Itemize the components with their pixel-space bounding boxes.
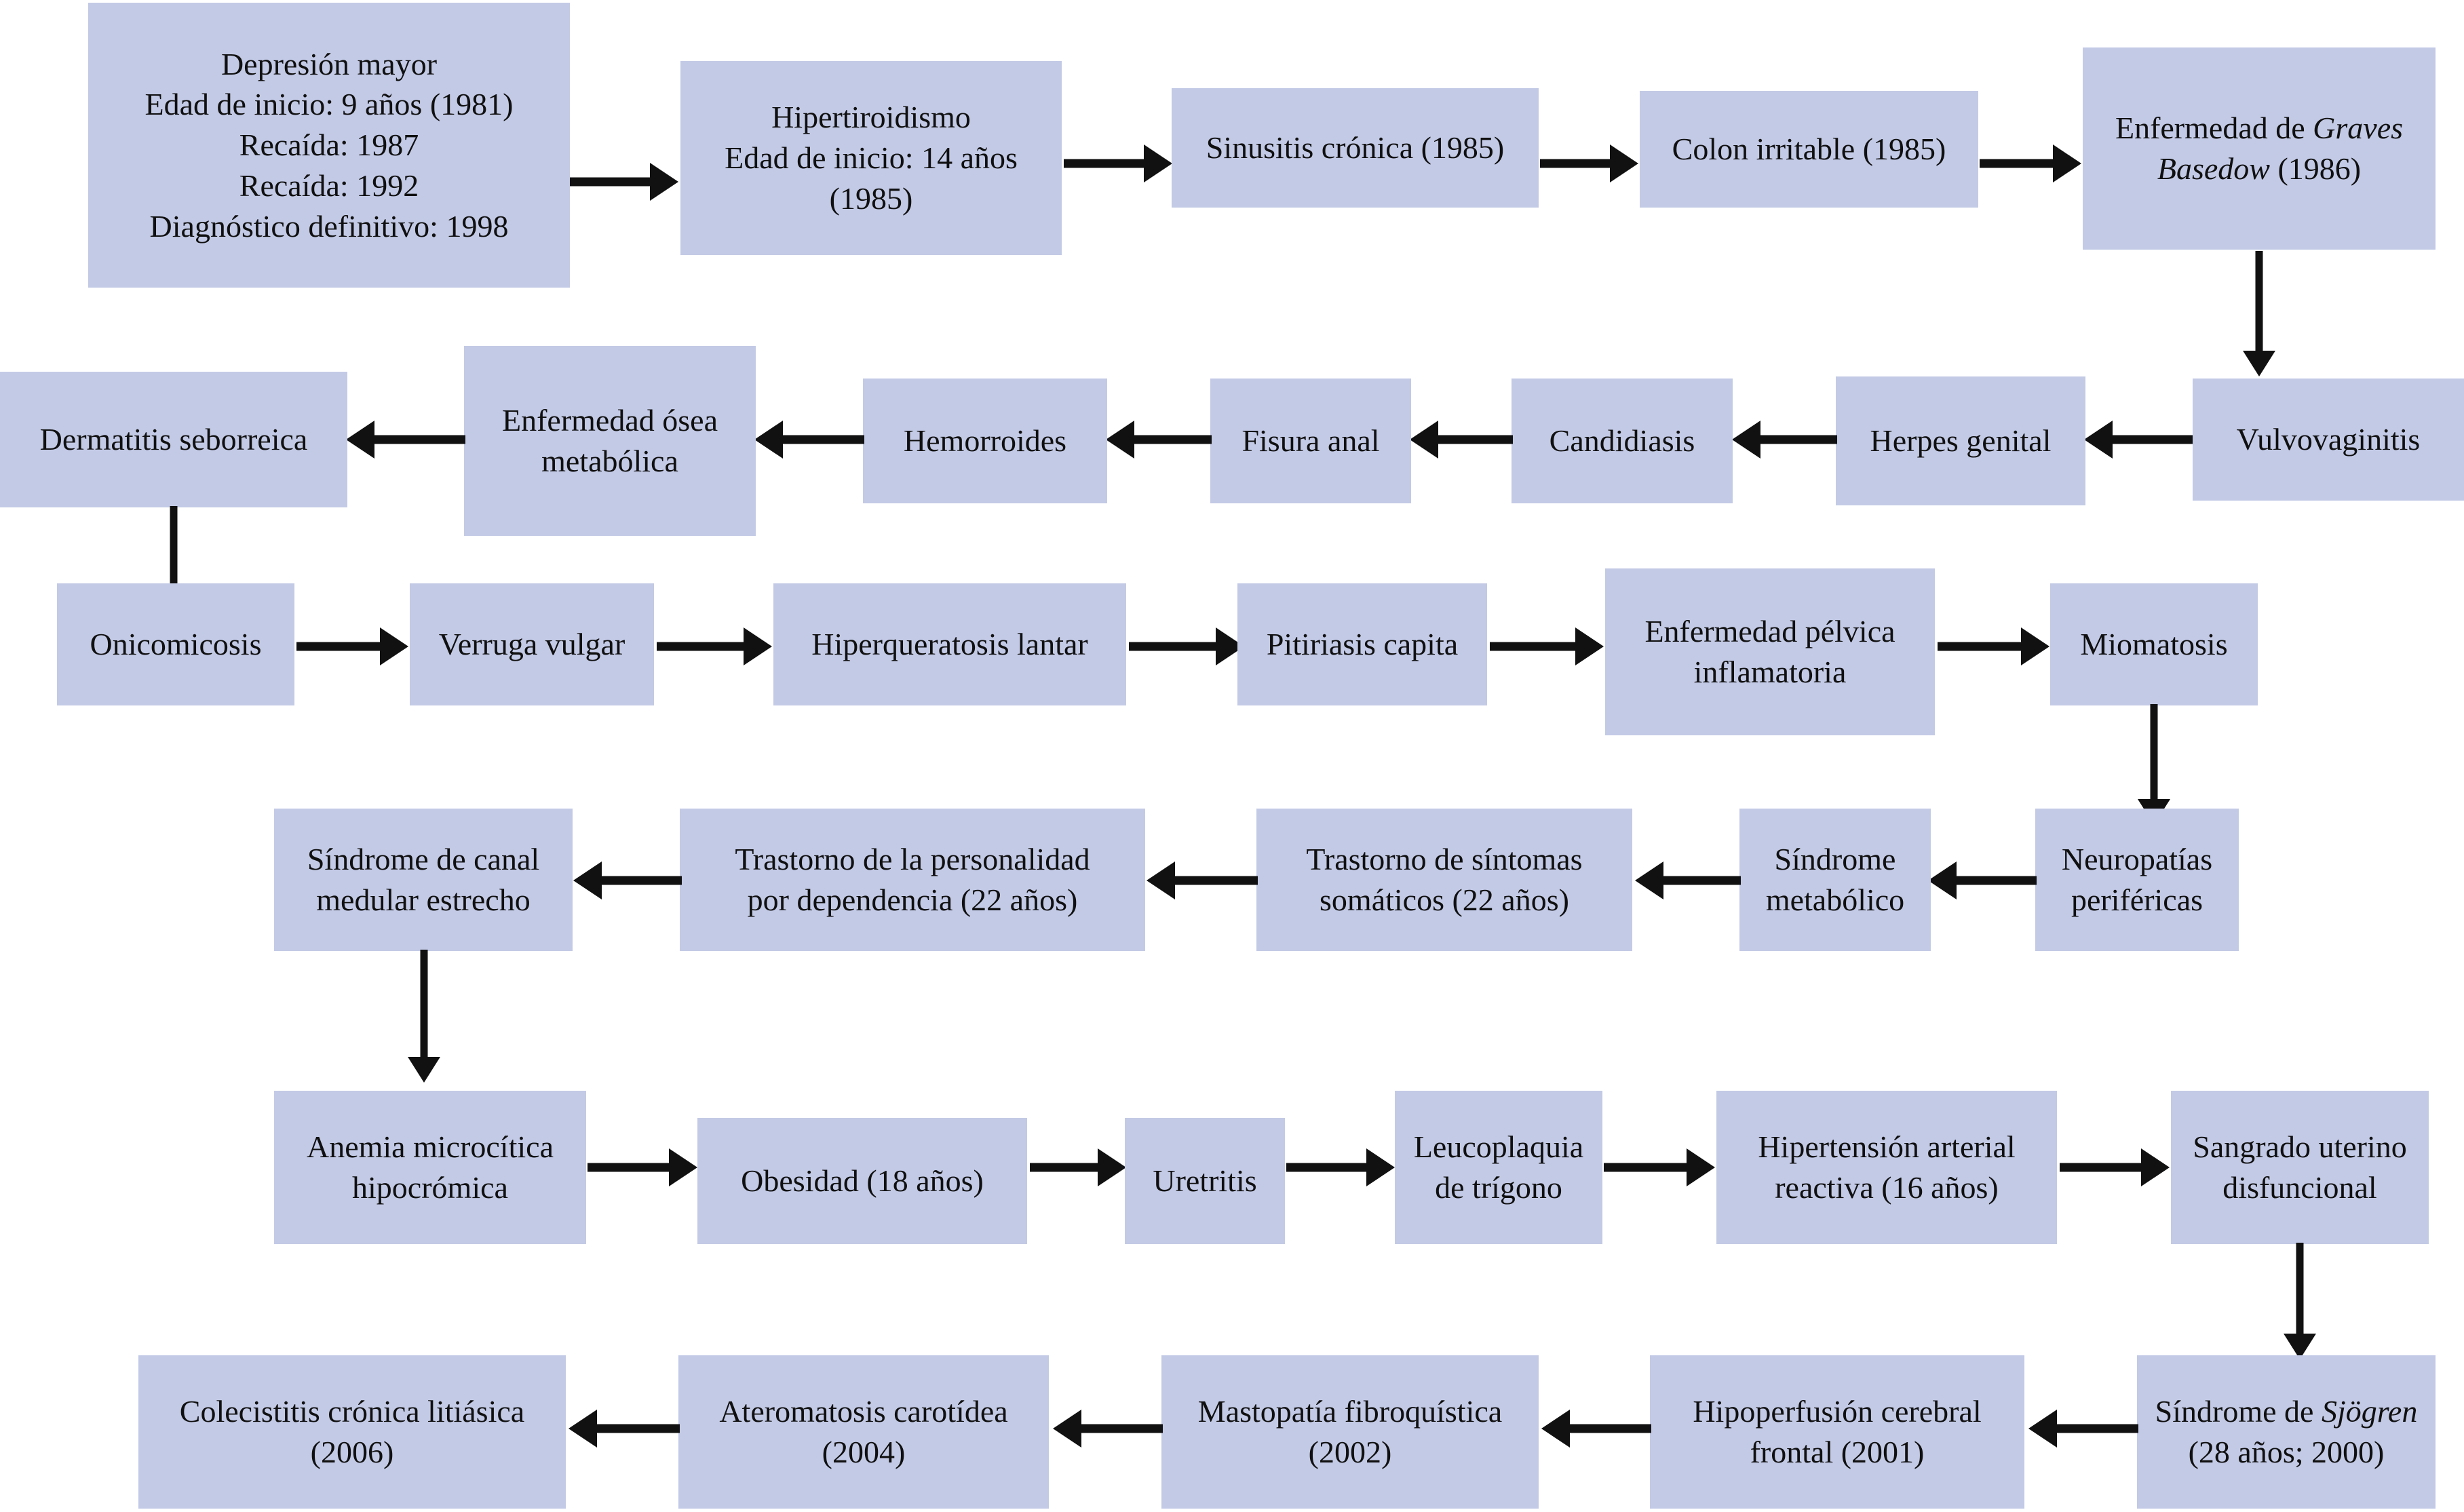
node-colecistitis-cronica-litiasica[interactable]: Colecistitis crónica litiásica (2006) [138, 1355, 566, 1509]
edge-n10-n11-arrow [754, 421, 864, 459]
edge-n31-n32-arrow [1541, 1410, 1651, 1448]
edge-n29-n30-arrow [2281, 1243, 2319, 1359]
node-obesidad[interactable]: Obesidad (18 años) [697, 1118, 1027, 1244]
edge-n25-n26-arrow [1030, 1148, 1126, 1186]
edge-n21-n22-arrow [1147, 861, 1258, 899]
node-hiperqueratosis-lantar[interactable]: Hiperqueratosis lantar [773, 583, 1126, 705]
edge-n14-n15-arrow [657, 627, 772, 665]
node-vulvovaginitis[interactable]: Vulvovaginitis [2193, 379, 2464, 501]
edge-n2-n3-arrow [1064, 144, 1172, 182]
node-colon-irritable[interactable]: Colon irritable (1985) [1640, 91, 1978, 208]
node-herpes-genital[interactable]: Herpes genital [1836, 376, 2085, 505]
edge-n11-n12-arrow [346, 421, 465, 459]
node-verruga-vulgar[interactable]: Verruga vulgar [410, 583, 654, 705]
edge-n15-n16-arrow [1129, 627, 1244, 665]
node-anemia-microcitica-hipocromica[interactable]: Anemia microcítica hipocrómica [274, 1091, 586, 1244]
node-hipoperfusion-cerebral-frontal[interactable]: Hipoperfusión cerebral frontal (2001) [1650, 1355, 2024, 1509]
node-label-pre: Síndrome de [2155, 1394, 2322, 1429]
edge-n16-n17-arrow [1490, 627, 1604, 665]
node-neuropatias-perifericas[interactable]: Neuropatías periféricas [2035, 809, 2239, 951]
edge-n7-n8-arrow [1732, 421, 1837, 459]
edge-n8-n9-arrow [1410, 421, 1513, 459]
node-miomatosis[interactable]: Miomatosis [2050, 583, 2258, 705]
edge-n26-n27-arrow [1286, 1148, 1395, 1186]
node-mastopatia-fibroquistica[interactable]: Mastopatía fibroquística (2002) [1161, 1355, 1539, 1509]
node-candidiasis[interactable]: Candidiasis [1512, 379, 1733, 503]
node-onicomicosis[interactable]: Onicomicosis [57, 583, 294, 705]
edge-n23-n24-arrow [405, 950, 443, 1083]
node-enfermedad-osea-metabolica[interactable]: Enfermedad ósea metabólica [464, 346, 756, 536]
node-sangrado-uterino-disfuncional[interactable]: Sangrado uterino disfuncional [2171, 1091, 2429, 1244]
node-sindrome-metabolico[interactable]: Síndrome metabólico [1739, 809, 1931, 951]
edge-n5-n6-arrow [2240, 251, 2278, 376]
node-sindrome-sjogren[interactable]: Síndrome de Sjögren (28 años; 2000) [2137, 1355, 2436, 1509]
edge-n6-n7-arrow [2084, 421, 2193, 459]
node-hipertiroidismo[interactable]: Hipertiroidismo Edad de inicio: 14 años … [680, 61, 1062, 255]
edge-n32-n33-arrow [1053, 1410, 1163, 1448]
node-ateromatosis-carotidea[interactable]: Ateromatosis carotídea (2004) [678, 1355, 1049, 1509]
node-fisura-anal[interactable]: Fisura anal [1210, 379, 1411, 503]
node-pitiriasis-capita[interactable]: Pitiriasis capita [1237, 583, 1487, 705]
edge-n13-n14-arrow [296, 627, 408, 665]
edge-n33-n34-arrow [569, 1410, 680, 1448]
node-label-italic: Graves Basedow [2157, 111, 2404, 186]
edge-n22-n23-arrow [573, 861, 682, 899]
node-hemorroides[interactable]: Hemorroides [863, 379, 1107, 503]
node-label-italic: Sjögren [2321, 1394, 2418, 1429]
node-trastorno-sintomas-somaticos[interactable]: Trastorno de síntomas somáticos (22 años… [1256, 809, 1632, 951]
node-enfermedad-graves-basedow[interactable]: Enfermedad de Graves Basedow (1986) [2083, 47, 2436, 250]
node-depresion-mayor[interactable]: Depresión mayor Edad de inicio: 9 años (… [88, 3, 570, 288]
node-label-post: (1986) [2269, 151, 2362, 186]
node-label-pre: Enfermedad de [2115, 111, 2313, 146]
edge-n17-n18-arrow [1938, 627, 2049, 665]
edge-n28-n29-arrow [2060, 1148, 2170, 1186]
node-trastorno-personalidad-dependencia[interactable]: Trastorno de la personalidad por depende… [680, 809, 1145, 951]
node-leucoplaquia-trigono[interactable]: Leucoplaquia de trígono [1395, 1091, 1602, 1244]
node-enfermedad-pelvica-inflamatoria[interactable]: Enfermedad pélvica inflamatoria [1605, 568, 1935, 735]
node-label-post: (28 años; 2000) [2188, 1435, 2385, 1469]
edge-n27-n28-arrow [1604, 1148, 1715, 1186]
edge-n24-n25-arrow [588, 1148, 697, 1186]
edge-n20-n21-arrow [1635, 861, 1741, 899]
edge-n1-n2-arrow [570, 163, 678, 201]
node-dermatitis-seborreica[interactable]: Dermatitis seborreica [0, 372, 347, 507]
edge-n18-n19-arrow [2135, 704, 2173, 825]
edge-n30-n31-arrow [2028, 1410, 2138, 1448]
edge-n3-n4-arrow [1540, 144, 1638, 182]
edge-n9-n10-arrow [1106, 421, 1212, 459]
edge-n4-n5-arrow [1980, 144, 2081, 182]
node-hipertension-arterial-reactiva[interactable]: Hipertensión arterial reactiva (16 años) [1716, 1091, 2057, 1244]
node-sinusitis-cronica[interactable]: Sinusitis crónica (1985) [1172, 88, 1539, 208]
node-uretritis[interactable]: Uretritis [1125, 1118, 1285, 1244]
node-sindrome-canal-medular-estrecho[interactable]: Síndrome de canal medular estrecho [274, 809, 573, 951]
edge-n19-n20-arrow [1928, 861, 2037, 899]
